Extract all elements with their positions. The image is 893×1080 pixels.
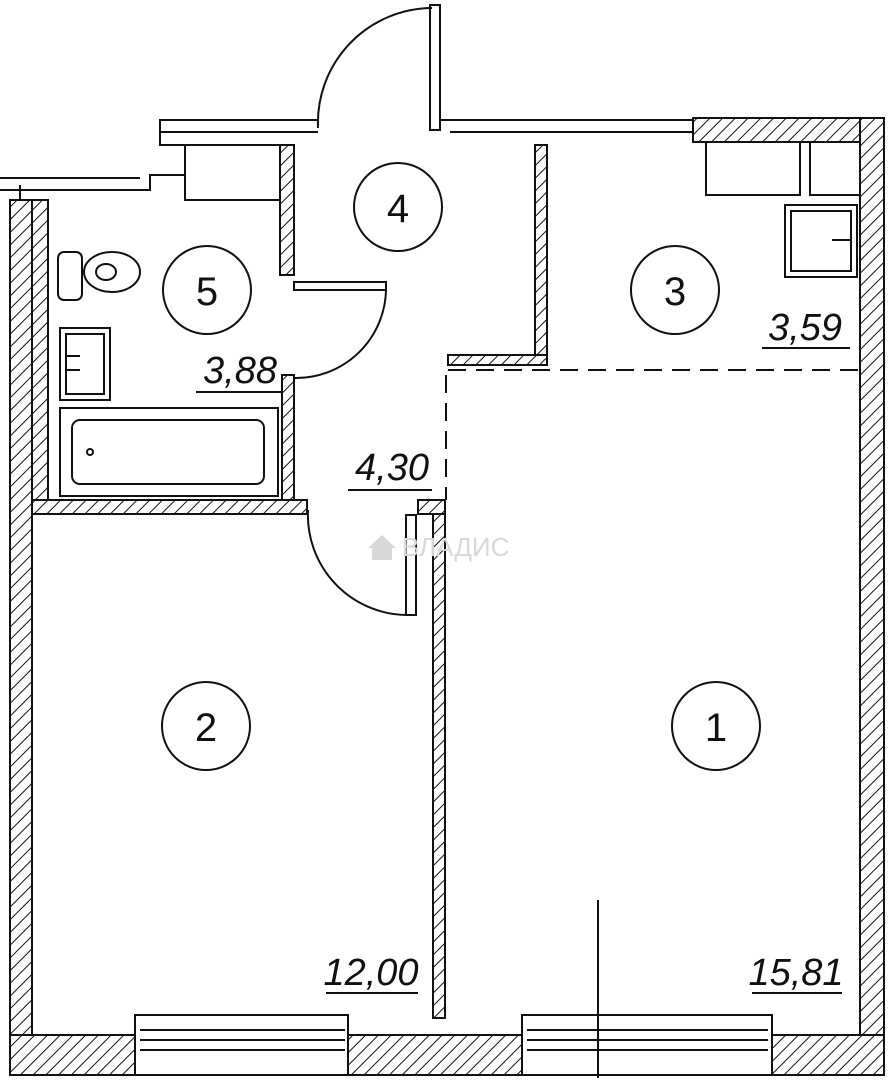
room2-door-leaf: [405, 514, 417, 616]
room-4-area: 4,30: [355, 447, 429, 489]
room-2-number: 2: [195, 706, 217, 750]
bath-door-swing: [293, 289, 387, 380]
house-icon: [368, 535, 396, 560]
bath-sink-icon: [59, 327, 111, 401]
room-4-number: 4: [387, 187, 409, 231]
window-room2: [134, 1014, 349, 1076]
room-4-marker: [353, 162, 443, 252]
hall-kitchen-wall-stub: [447, 354, 548, 366]
window-room1: [521, 1014, 773, 1076]
room-1-marker: [671, 681, 761, 771]
room2-door-swing: [306, 509, 411, 617]
windows: [134, 900, 773, 1078]
room-5-number: 5: [196, 270, 218, 314]
room-3-marker: [630, 245, 720, 335]
room-3-area: 3,59: [768, 307, 842, 349]
interior-walls: [31, 144, 548, 1019]
room-5-area: 3,88: [203, 350, 277, 392]
entry-door-swing: [316, 7, 433, 129]
partition-rooms: [432, 507, 446, 1019]
hall-kitchen-wall: [534, 144, 548, 361]
left-wall: [9, 199, 33, 1056]
room-1: 1 15,81: [671, 681, 844, 994]
bath-left-wall: [31, 199, 49, 501]
bath-door-leaf: [293, 281, 387, 291]
watermark-text: ВЛАДИС: [402, 532, 509, 562]
room-2: 2 12,00: [161, 681, 419, 994]
bath-hall-wall-upper: [279, 144, 295, 276]
bath-bottom-wall: [31, 499, 308, 515]
room-5: 5 3,88: [162, 245, 282, 393]
room-1-number: 1: [705, 706, 727, 750]
watermark: ВЛАДИС: [368, 532, 509, 562]
room-5-marker: [162, 245, 252, 335]
entry-door-leaf: [429, 4, 441, 131]
room-2-marker: [161, 681, 251, 771]
doors: [293, 4, 441, 617]
room-2-area: 12,00: [323, 952, 418, 994]
top-right-wall: [692, 117, 861, 143]
room-1-area: 15,81: [748, 952, 843, 994]
room-4: 4 4,30: [348, 162, 443, 491]
room-3-number: 3: [664, 270, 686, 314]
room-3: 3 3,59: [630, 245, 850, 349]
exterior-walls: [9, 117, 885, 1076]
toilet-icon: [57, 251, 141, 301]
right-wall: [859, 117, 885, 1056]
fixtures: [57, 204, 858, 497]
bathtub-icon: [59, 407, 279, 497]
zone-lines: [445, 369, 860, 500]
kitchen-sink-icon: [784, 204, 858, 278]
partition-top: [417, 499, 446, 515]
top-outline: [0, 119, 860, 201]
bath-hall-wall-lower: [281, 374, 295, 504]
